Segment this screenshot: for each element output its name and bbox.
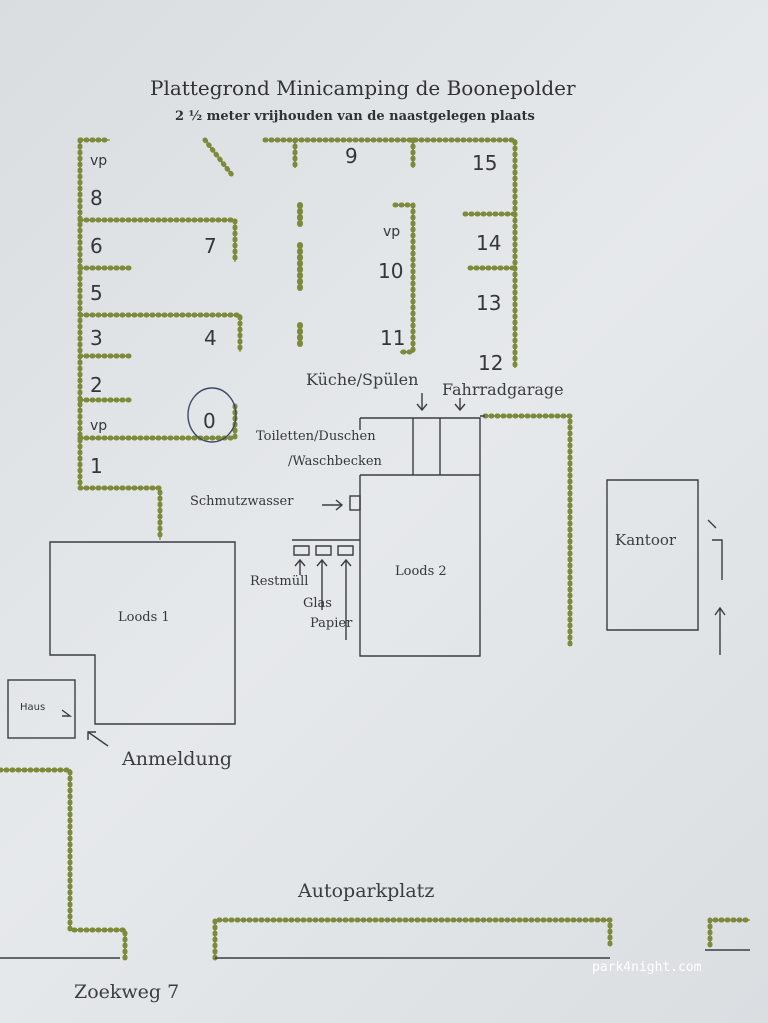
buildings bbox=[0, 387, 750, 959]
label-loods-1: Loods 1 bbox=[118, 610, 170, 625]
pitch-vp: vp bbox=[383, 224, 400, 240]
label-registration: Anmeldung bbox=[121, 748, 232, 770]
map-title: Plattegrond Minicamping de Boonepolder bbox=[150, 76, 576, 100]
label-haus: Haus bbox=[20, 702, 45, 713]
label-bike-garage: Fahrradgarage bbox=[442, 380, 564, 399]
pitch-13: 13 bbox=[476, 291, 501, 315]
road-line bbox=[0, 949, 750, 959]
label-restmull: Restmüll bbox=[250, 574, 308, 589]
watermark: park4night.com bbox=[592, 960, 702, 975]
pitch-8: 8 bbox=[90, 186, 103, 210]
pitch-4: 4 bbox=[204, 326, 217, 350]
pitch-9: 9 bbox=[345, 144, 358, 168]
pitch-vp: vp bbox=[90, 153, 107, 169]
label-greywater: Schmutzwasser bbox=[190, 494, 294, 509]
pitch-5: 5 bbox=[90, 281, 103, 305]
pitch-vp: vp bbox=[90, 418, 107, 434]
pitch-15: 15 bbox=[472, 151, 497, 175]
pitch-3: 3 bbox=[90, 326, 103, 350]
label-street: Zoekweg 7 bbox=[74, 981, 179, 1003]
pitch-2: 2 bbox=[90, 373, 103, 397]
label-paper: Papier bbox=[310, 616, 353, 631]
label-washbasins: /Waschbecken bbox=[288, 454, 383, 469]
map-subtitle: 2 ½ meter vrijhouden van de naastgelegen… bbox=[175, 109, 535, 124]
loods-2-outline bbox=[359, 415, 485, 657]
label-toilets: Toiletten/Duschen bbox=[256, 429, 376, 444]
arrows bbox=[87, 393, 726, 747]
label-kitchen: Küche/Spülen bbox=[306, 370, 418, 389]
pitch-0-circle bbox=[187, 387, 237, 443]
waste-bins bbox=[292, 539, 360, 556]
pitch-10: 10 bbox=[378, 259, 403, 283]
facility-labels: Küche/Spülen Fahrradgarage Toiletten/Dus… bbox=[20, 370, 677, 1003]
haus-outline bbox=[7, 679, 76, 739]
kantoor-outline bbox=[606, 479, 699, 631]
hedges bbox=[0, 137, 753, 961]
pitch-7: 7 bbox=[204, 234, 217, 258]
pitch-0: 0 bbox=[203, 409, 216, 433]
pitch-numbers: vp 8 6 7 5 3 4 2 vp 0 1 9 15 vp 10 14 13… bbox=[90, 144, 503, 478]
pitch-1: 1 bbox=[90, 454, 103, 478]
greywater-drain bbox=[349, 495, 361, 511]
label-loods-2: Loods 2 bbox=[395, 564, 447, 579]
loods-1-outline bbox=[49, 541, 236, 725]
pitch-6: 6 bbox=[90, 234, 103, 258]
label-kantoor: Kantoor bbox=[615, 531, 677, 549]
label-glass: Glas bbox=[303, 596, 332, 611]
pitch-14: 14 bbox=[476, 231, 501, 255]
pitch-11: 11 bbox=[380, 326, 405, 350]
pitch-12: 12 bbox=[478, 351, 503, 375]
label-parking: Autoparkplatz bbox=[297, 880, 434, 902]
